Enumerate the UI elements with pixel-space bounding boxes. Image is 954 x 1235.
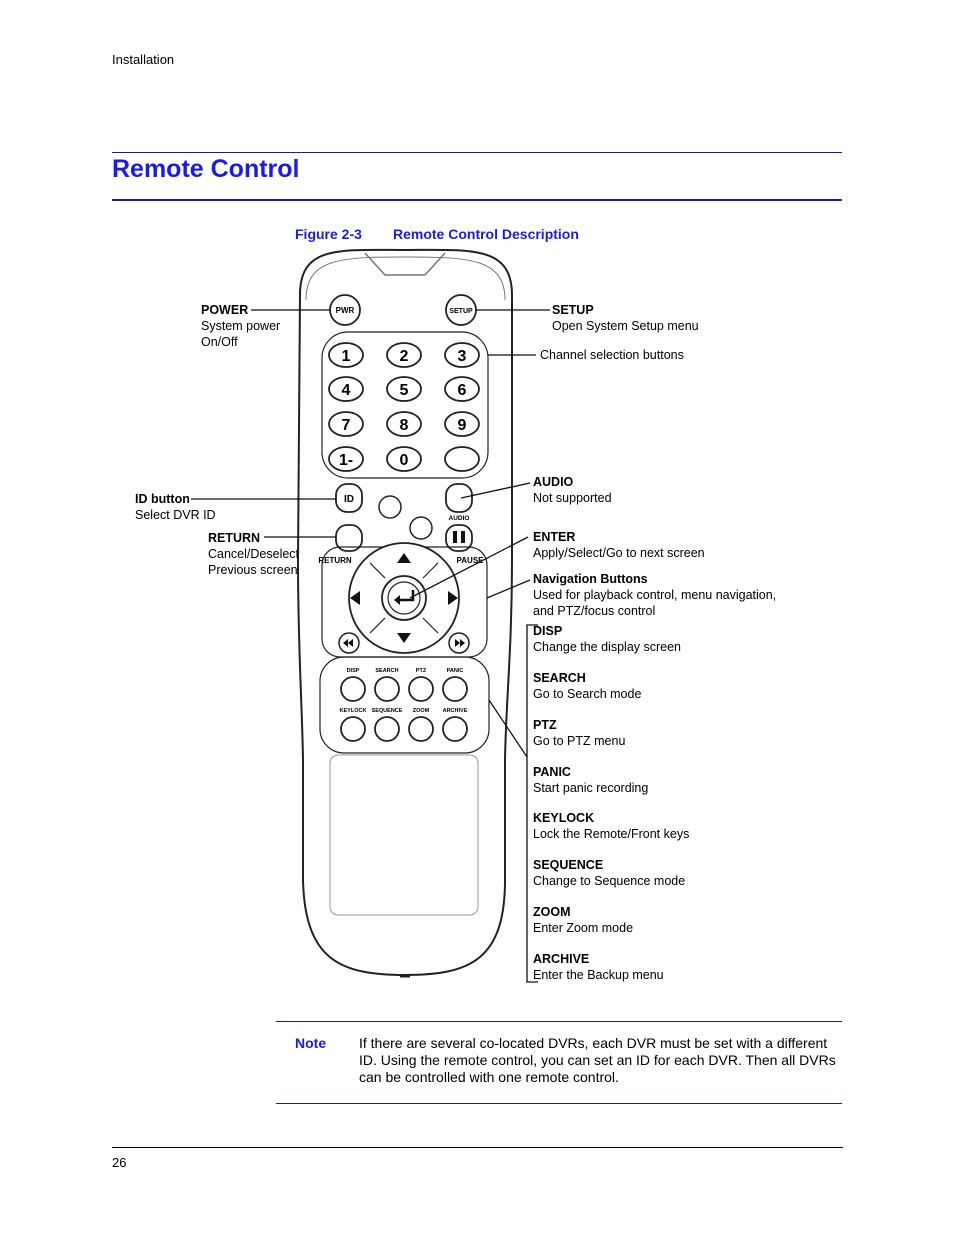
callout-keylock: KEYLOCK Lock the Remote/Front keys: [533, 811, 690, 841]
svg-text:SETUP: SETUP: [449, 308, 473, 315]
svg-text:PAUSE: PAUSE: [457, 556, 485, 565]
digit-button: 7: [328, 411, 364, 437]
callout-id: ID button Select DVR ID: [135, 492, 216, 522]
svg-text:6: 6: [458, 382, 467, 399]
page-title: Remote Control: [112, 155, 300, 183]
svg-text:PWR: PWR: [336, 306, 355, 315]
digit-button: 3: [444, 342, 480, 368]
svg-text:ID: ID: [344, 494, 354, 505]
page-number: 26: [112, 1155, 127, 1170]
rewind-button: [338, 632, 360, 654]
svg-text:4: 4: [342, 382, 351, 399]
svg-text:SEQUENCE: SEQUENCE: [372, 708, 403, 714]
setup-button: SETUP: [445, 294, 477, 326]
function-button: KEYLOCK: [340, 708, 367, 742]
function-button: ZOOM: [408, 708, 434, 742]
digit-button: 4: [328, 376, 364, 402]
svg-text:5: 5: [400, 382, 409, 399]
note-rule-bottom: [276, 1103, 842, 1104]
fast-forward-button: [448, 632, 470, 654]
pause-button: PAUSE: [445, 524, 485, 565]
return-button: RETURN: [318, 524, 363, 565]
svg-text:KEYLOCK: KEYLOCK: [340, 708, 367, 714]
function-button: ARCHIVE: [442, 708, 468, 742]
svg-text:DISP: DISP: [347, 668, 360, 674]
blank-round-button: [378, 495, 402, 519]
svg-text:7: 7: [342, 417, 351, 434]
callout-audio: AUDIO Not supported: [533, 475, 612, 505]
callout-zoom: ZOOM Enter Zoom mode: [533, 905, 634, 935]
figure-caption: Remote Control Description: [393, 226, 579, 242]
footer-rule: [112, 1147, 843, 1148]
svg-text:1-: 1-: [339, 452, 353, 469]
svg-text:9: 9: [458, 417, 467, 434]
function-button: DISP: [340, 668, 366, 702]
svg-text:2: 2: [400, 348, 409, 365]
digit-button: 9: [444, 411, 480, 437]
callout-return: RETURN Cancel/Deselect Previous screen: [208, 531, 300, 577]
ir-window: [364, 252, 446, 276]
svg-text:8: 8: [400, 417, 409, 434]
digit-button: 6: [444, 376, 480, 402]
svg-text:PANIC: PANIC: [447, 668, 464, 674]
note-rule-top: [276, 1021, 842, 1022]
digit-button: 2: [386, 342, 422, 368]
callout-archive: ARCHIVE Enter the Backup menu: [533, 952, 664, 982]
svg-text:SEARCH: SEARCH: [375, 668, 398, 674]
svg-text:PTZ: PTZ: [416, 668, 427, 674]
callout-power: POWER System power On/Off: [201, 303, 281, 349]
digit-button: 1: [328, 342, 364, 368]
nav-up-icon: [397, 553, 411, 563]
title-rule-top: [112, 152, 842, 153]
callout-channel: Channel selection buttons: [540, 348, 684, 362]
audio-button: AUDIO: [445, 483, 473, 522]
nav-right-icon: [448, 591, 458, 605]
callout-nav: Navigation Buttons Used for playback con…: [533, 572, 777, 618]
function-button: PTZ: [408, 668, 434, 702]
svg-text:3: 3: [458, 348, 467, 365]
title-rule-bottom: [112, 199, 842, 201]
svg-text:AUDIO: AUDIO: [449, 515, 470, 522]
function-button: PANIC: [442, 668, 468, 702]
nav-down-icon: [397, 633, 411, 643]
callout-enter: ENTER Apply/Select/Go to next screen: [533, 530, 705, 560]
blank-round-button: [409, 516, 433, 540]
callout-sequence: SEQUENCE Change to Sequence mode: [533, 858, 686, 888]
note-label: Note: [295, 1035, 327, 1051]
callout-search: SEARCH Go to Search mode: [533, 671, 642, 701]
svg-text:RETURN: RETURN: [318, 556, 352, 565]
function-group: [319, 656, 490, 754]
svg-text:ZOOM: ZOOM: [413, 708, 430, 714]
function-button: SEQUENCE: [372, 708, 403, 742]
svg-text:0: 0: [400, 452, 409, 469]
callout-setup: SETUP Open System Setup menu: [552, 303, 699, 333]
pwr-button: PWR: [329, 294, 361, 326]
callout-panic: PANIC Start panic recording: [533, 765, 649, 795]
callout-disp: DISP Change the display screen: [533, 624, 682, 654]
digit-button: 5: [386, 376, 422, 402]
nav-left-icon: [350, 591, 360, 605]
function-button: SEARCH: [374, 668, 400, 702]
numpad-group: [321, 331, 489, 479]
id-button: ID: [335, 483, 363, 513]
svg-text:ARCHIVE: ARCHIVE: [443, 708, 468, 714]
digit-button: 0: [386, 446, 422, 472]
digit-button: 1-: [328, 446, 364, 472]
note-text: If there are several co-located DVRs, ea…: [359, 1035, 836, 1085]
figure-number: Figure 2-3: [295, 226, 362, 242]
running-header: Installation: [112, 52, 175, 67]
digit-button: [444, 446, 480, 472]
remote-body: [296, 248, 513, 977]
digit-button: 8: [386, 411, 422, 437]
callout-ptz: PTZ Go to PTZ menu: [533, 718, 626, 748]
svg-text:1: 1: [342, 348, 351, 365]
